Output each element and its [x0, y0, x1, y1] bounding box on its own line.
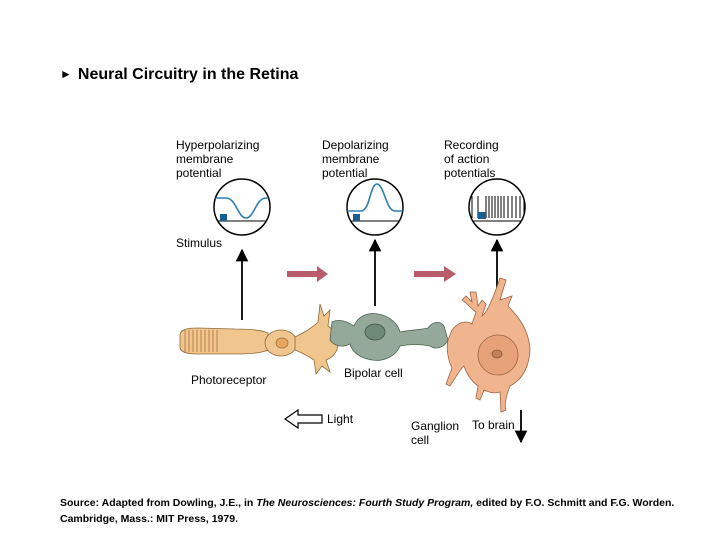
source-suffix: edited by F.O. Schmitt and F.G. Worden. — [473, 497, 675, 509]
title-text: Neural Circuitry in the Retina — [77, 66, 299, 83]
recording-label: Recording of action potentials — [444, 138, 499, 180]
page-title: ► Neural Circuitry in the Retina — [60, 66, 298, 84]
depolarizing-label: Depolarizing membrane potential — [322, 138, 389, 180]
source-publisher: Cambridge, Mass.: MIT Press, 1979. — [60, 513, 238, 525]
title-marker: ► — [60, 67, 72, 81]
signal-flow-arrow-1 — [287, 266, 328, 282]
ganglion-cell — [445, 277, 531, 413]
photoreceptor-label: Photoreceptor — [191, 373, 267, 387]
stimulus-marker — [478, 212, 486, 219]
hyperpolarizing-scope — [213, 178, 271, 236]
hyperpolarizing-label: Hyperpolarizing membrane potential — [176, 138, 260, 180]
source-prefix: Source: Adapted from Dowling, J.E., in — [60, 497, 257, 509]
recording-scope — [468, 178, 526, 236]
light-arrow — [283, 408, 323, 430]
signal-flow-arrow-2 — [414, 266, 456, 282]
ganglion-cell-label: Ganglion cell — [411, 419, 460, 447]
to-brain-label: To brain — [472, 418, 515, 432]
bipolar-cell-label: Bipolar cell — [344, 366, 403, 380]
light-label: Light — [327, 412, 354, 426]
stimulus-marker — [220, 214, 227, 221]
depolarizing-trace — [347, 183, 403, 212]
source-book-title: The Neurosciences: Fourth Study Program, — [256, 497, 474, 509]
photoreceptor-cell — [179, 303, 339, 376]
stimulus-marker — [353, 214, 360, 221]
bipolar-cell — [329, 313, 449, 361]
stimulus-label: Stimulus — [176, 236, 223, 250]
depolarizing-scope — [346, 178, 404, 236]
source-citation: Source: Adapted from Dowling, J.E., in T… — [60, 495, 680, 527]
hyperpolarizing-trace — [214, 197, 270, 219]
